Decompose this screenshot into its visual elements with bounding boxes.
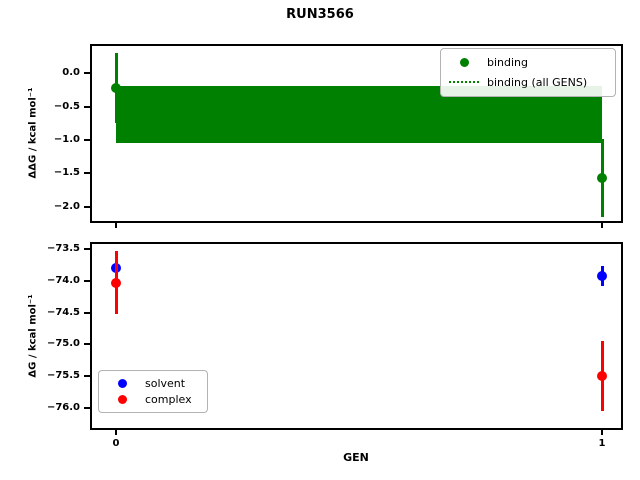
legend-row: binding (all GENS)	[447, 73, 607, 92]
x-tick-label: 1	[598, 438, 606, 449]
legend-label: binding (all GENS)	[487, 75, 588, 89]
complex-point	[597, 371, 607, 381]
y-tick-label: −2.0	[53, 200, 80, 212]
y-tick-label: −75.5	[46, 370, 80, 381]
x-tick-label: 0	[112, 438, 120, 449]
x-axis-label: GEN	[343, 451, 369, 464]
top-legend: binding binding (all GENS)	[440, 48, 616, 97]
legend-row: solvent	[105, 375, 199, 392]
complex-marker-icon	[105, 395, 139, 405]
complex-point	[111, 277, 121, 288]
y-tick	[84, 311, 90, 314]
bottom-y-axis-label: ΔG / kcal mol⁻¹	[27, 294, 39, 378]
solvent-point	[597, 271, 607, 282]
x-tick	[115, 430, 117, 435]
y-tick-label: −1.5	[53, 167, 80, 179]
y-tick-label: −73.5	[46, 242, 80, 254]
y-tick	[84, 343, 90, 346]
y-tick-label: −74.5	[46, 306, 80, 318]
y-tick	[84, 406, 90, 409]
legend-row: complex	[105, 392, 199, 409]
y-tick	[84, 139, 90, 142]
y-tick-label: −74.0	[46, 274, 80, 286]
y-tick	[84, 172, 90, 175]
legend-label: solvent	[145, 376, 186, 390]
y-tick-label: 0.0	[62, 67, 80, 79]
y-tick	[84, 72, 90, 75]
x-tick	[601, 430, 603, 435]
dotted-line-icon	[447, 81, 481, 84]
y-tick	[84, 375, 90, 377]
y-tick-label: −76.0	[46, 401, 80, 413]
y-tick	[84, 105, 90, 108]
top-axes	[90, 44, 623, 223]
top-y-axis-label: ΔΔG / kcal mol⁻¹	[27, 87, 39, 179]
bottom-legend: solvent complex	[98, 370, 208, 413]
x-tick	[115, 223, 117, 228]
binding-point	[597, 173, 607, 184]
y-tick-label: −0.5	[53, 100, 80, 112]
legend-row: binding	[447, 53, 607, 72]
y-tick	[84, 279, 90, 282]
figure-title: RUN3566	[286, 7, 354, 22]
y-tick	[84, 247, 90, 250]
legend-label: complex	[145, 393, 192, 407]
x-tick	[601, 223, 603, 228]
legend-label: binding	[487, 56, 529, 70]
binding-marker-icon	[447, 58, 481, 68]
solvent-marker-icon	[105, 378, 139, 388]
y-tick-label: −75.0	[46, 338, 80, 350]
bottom-axes	[90, 242, 623, 430]
y-tick	[84, 205, 90, 208]
y-tick-label: −1.0	[53, 134, 80, 146]
binding-point	[111, 82, 121, 93]
